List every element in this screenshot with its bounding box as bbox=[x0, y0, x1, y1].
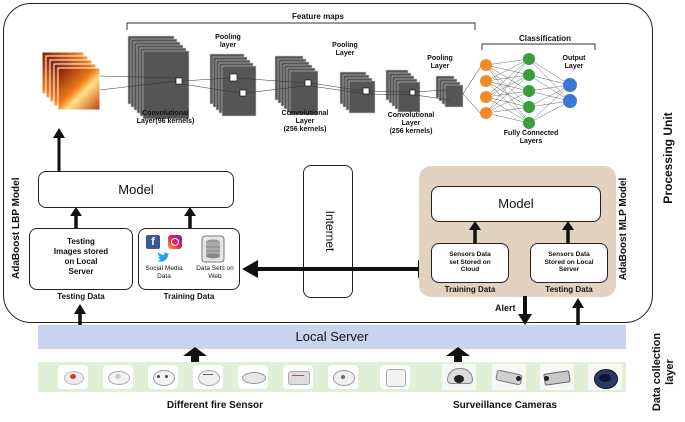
adaboost-mlp-label: AdaBoost MLP Model bbox=[618, 177, 629, 281]
local-sensor-text: Sensors Data Stored on Local Server bbox=[544, 251, 594, 273]
ptz-camera-icon bbox=[588, 364, 622, 390]
fully-connected-label: Fully Connected Layers bbox=[503, 130, 559, 145]
internet-box: Internet bbox=[303, 165, 353, 298]
training-to-model-arrow bbox=[184, 207, 196, 229]
left-training-caption: Training Data bbox=[163, 292, 215, 301]
pool3-maps bbox=[435, 75, 464, 108]
cnn-diagram bbox=[41, 35, 577, 129]
local-sensor-box: Sensors Data Stored on Local Server bbox=[530, 243, 608, 283]
right-model-box: Model bbox=[431, 186, 601, 222]
server-to-local-sensor-arrow bbox=[572, 298, 584, 326]
cnn-connector-lines bbox=[99, 65, 482, 115]
processing-unit-frame bbox=[3, 3, 653, 323]
right-model-label: Model bbox=[498, 196, 534, 211]
classification-label: Classification bbox=[518, 34, 571, 43]
twitter-icon bbox=[158, 252, 170, 262]
gas-detector-icon bbox=[193, 365, 223, 389]
testing-to-model-arrow bbox=[70, 207, 82, 229]
fully-connected-network bbox=[480, 53, 577, 129]
heat-detector-icon bbox=[103, 365, 133, 389]
data-sets-web-label: Data Sets on Web bbox=[196, 265, 234, 280]
cameras-to-server-arrow bbox=[446, 347, 470, 365]
processing-unit-label: Processing Unit bbox=[661, 112, 675, 204]
output-layer-label: Output Layer bbox=[562, 55, 586, 70]
cloud-sensor-box: Sensors Data set Stored on Cloud bbox=[431, 243, 509, 283]
training-data-box: f Social Media Data Data Sets on Web bbox=[138, 228, 240, 290]
facebook-icon: f bbox=[146, 235, 160, 249]
pool1-label: Pooling layer bbox=[215, 34, 241, 49]
bidirectional-arrow bbox=[242, 260, 434, 278]
alert-label: Alert bbox=[495, 303, 516, 313]
testing-images-text: Testing Images stored on Local Server bbox=[53, 237, 109, 276]
localsensor-to-model-arrow bbox=[562, 221, 574, 243]
fire-sensors-caption: Different fire Sensor bbox=[166, 400, 264, 411]
pool2-label: Pooling Layer bbox=[332, 42, 358, 57]
alert-arrow bbox=[518, 296, 532, 325]
adaboost-lbp-label: AdaBoost LBP Model bbox=[11, 177, 22, 279]
left-model-box: Model bbox=[38, 171, 234, 208]
box-camera-icon bbox=[540, 364, 574, 390]
conv2-maps bbox=[274, 55, 319, 116]
pool2-maps bbox=[339, 71, 376, 114]
input-fire-images bbox=[41, 51, 101, 111]
right-testing-caption: Testing Data bbox=[545, 285, 593, 294]
local-server-bar: Local Server bbox=[38, 325, 626, 349]
model-to-cnn-arrow bbox=[53, 128, 65, 172]
cloud-sensor-text: Sensors Data set Stored on Cloud bbox=[449, 251, 491, 273]
data-collection-label: Data collection layer bbox=[651, 332, 676, 412]
ceiling-sensor-icon bbox=[238, 365, 268, 389]
wall-sensor-icon bbox=[380, 365, 410, 389]
left-testing-caption: Testing Data bbox=[57, 292, 105, 301]
pool1-maps bbox=[209, 53, 257, 117]
sensors-to-server-arrow bbox=[183, 347, 207, 365]
conv1-maps bbox=[127, 35, 190, 120]
conv2-label: Convolutional Layer (256 kernels) bbox=[281, 110, 329, 133]
cameras-caption: Surveillance Cameras bbox=[453, 400, 557, 411]
testing-images-box: Testing Images stored on Local Server bbox=[29, 228, 133, 290]
pool3-label: Pooling Layer bbox=[427, 55, 453, 70]
smoke-detector-icon bbox=[58, 365, 88, 389]
classification-bracket bbox=[481, 43, 596, 50]
feature-maps-label: Feature maps bbox=[291, 12, 345, 21]
co-detector-icon bbox=[283, 365, 313, 389]
flame-detector-icon bbox=[148, 365, 178, 389]
cloud-to-model-arrow bbox=[469, 221, 481, 243]
feature-maps-bracket bbox=[126, 22, 476, 30]
conv3-label: Convolutional Layer (256 kernels) bbox=[387, 112, 435, 135]
bullet-camera-icon bbox=[492, 364, 526, 390]
social-media-label: Social Media Data bbox=[145, 265, 183, 280]
dome-camera-icon bbox=[442, 364, 476, 390]
local-server-label: Local Server bbox=[295, 329, 369, 344]
database-icon bbox=[201, 235, 225, 263]
instagram-icon bbox=[168, 235, 182, 249]
left-model-label: Model bbox=[118, 182, 154, 197]
multi-sensor-icon bbox=[328, 365, 358, 389]
conv3-maps bbox=[385, 69, 421, 113]
conv1-label: Convolutional Layer(96 kernels) bbox=[136, 110, 195, 125]
right-training-caption: Training Data bbox=[444, 285, 496, 294]
